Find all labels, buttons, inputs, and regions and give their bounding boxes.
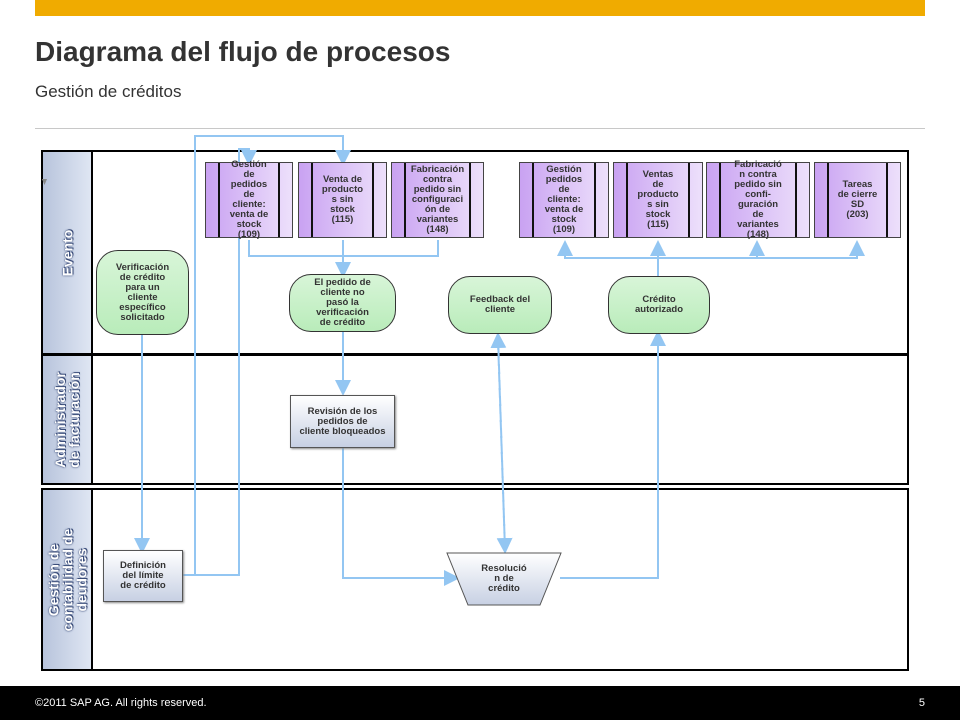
top-accent-bar: [35, 0, 925, 16]
connector-revision-to-resolucion: [342, 448, 460, 586]
small-arrow-icon: [42, 179, 47, 185]
footer-bar: ©2011 SAP AG. All rights reserved. 5: [0, 686, 960, 720]
connector-resolucion-to-autorizado: [560, 330, 666, 579]
event-gestion-pedidos-109[interactable]: Gestión de pedidos de cliente: venta de …: [205, 160, 293, 240]
event-venta-producto-sin-stock-115[interactable]: Venta de producto s sin stock (115): [298, 162, 387, 238]
lane-header: [43, 152, 93, 353]
task-definicion-limite-credito[interactable]: Definición del límite de crédito: [103, 550, 183, 602]
page-number: 5: [918, 697, 925, 709]
lane-header: [43, 356, 93, 483]
task-revision-pedidos-bloqueados[interactable]: Revisión de los pedidos de cliente bloqu…: [290, 395, 395, 448]
event-credito-autorizado[interactable]: Crédito autorizado: [608, 276, 710, 334]
connector-definicion-to-gestion: [183, 148, 257, 576]
event-verificacion-credito[interactable]: Verificación de crédito para un cliente …: [96, 250, 189, 335]
event-feedback-cliente[interactable]: Feedback del cliente: [448, 276, 552, 334]
event-fabricacion-contra-pedido-148[interactable]: Fabricación contra pedido sin configurac…: [391, 162, 484, 238]
page-subtitle: Gestión de créditos: [35, 82, 182, 101]
task-resolucion-credito[interactable]: Resolució n de crédito: [481, 563, 527, 594]
event-tareas-cierre-sd-203[interactable]: Tareas de cierre SD (203): [814, 162, 901, 238]
event-fabricacion-contra-pedido-148-b[interactable]: Fabricació n contra pedido sin confi- gu…: [706, 160, 810, 240]
copyright-text: ©2011 SAP AG. All rights reserved.: [35, 697, 207, 709]
header-divider: [35, 128, 925, 129]
lane-administrador-facturacion: Administrador de facturación: [41, 354, 909, 485]
event-ventas-producto-sin-stock-115-b[interactable]: Ventas de producto s sin stock (115): [613, 162, 703, 238]
page-title: Diagrama del flujo de procesos: [35, 36, 451, 67]
event-pedido-no-paso-verificacion[interactable]: El pedido de cliente no pasó la verifica…: [289, 274, 396, 332]
event-gestion-pedidos-109-b[interactable]: Gestión pedidos de cliente: venta de sto…: [519, 162, 609, 238]
lane-header: [43, 490, 93, 669]
connector-autorizado-to-events: [557, 240, 659, 276]
